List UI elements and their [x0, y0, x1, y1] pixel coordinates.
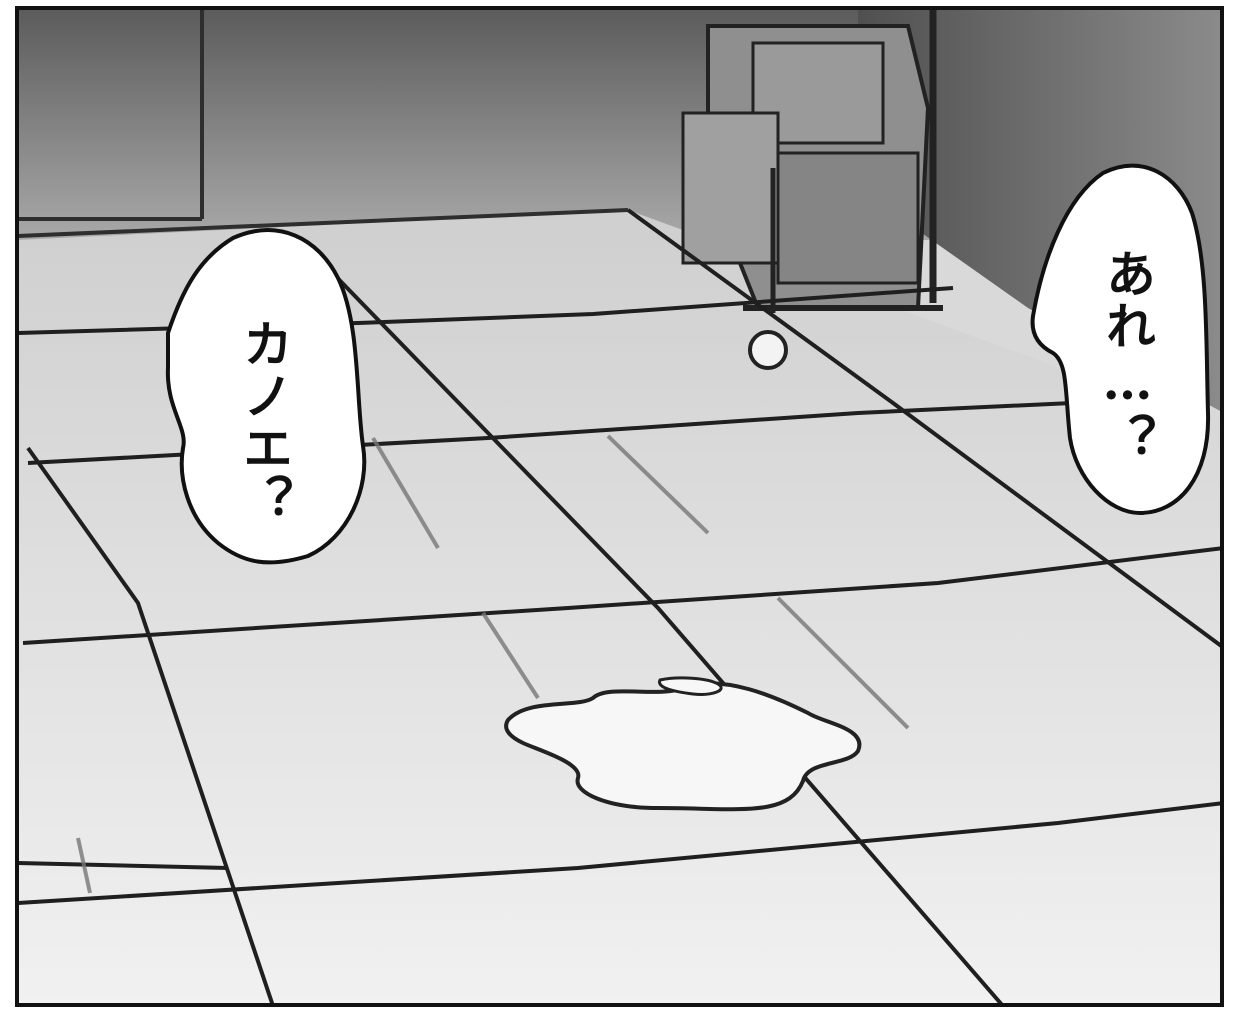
- bubble-text-left: カノエ？: [235, 318, 294, 526]
- bubble-text-right: あれ…？: [1098, 248, 1157, 465]
- cart-with-boxes: [681, 8, 943, 370]
- manga-panel: カノエ？ あれ…？: [18, 8, 1224, 1006]
- puddle-droplet: [658, 676, 723, 696]
- speech-bubble-left: [165, 228, 367, 565]
- motion-streaks: [76, 434, 910, 894]
- speech-bubble-right: [1030, 163, 1211, 516]
- corridor-scene: [18, 8, 1224, 1006]
- liquid-puddle: [504, 681, 862, 812]
- left-wall-door-lines: [18, 8, 629, 238]
